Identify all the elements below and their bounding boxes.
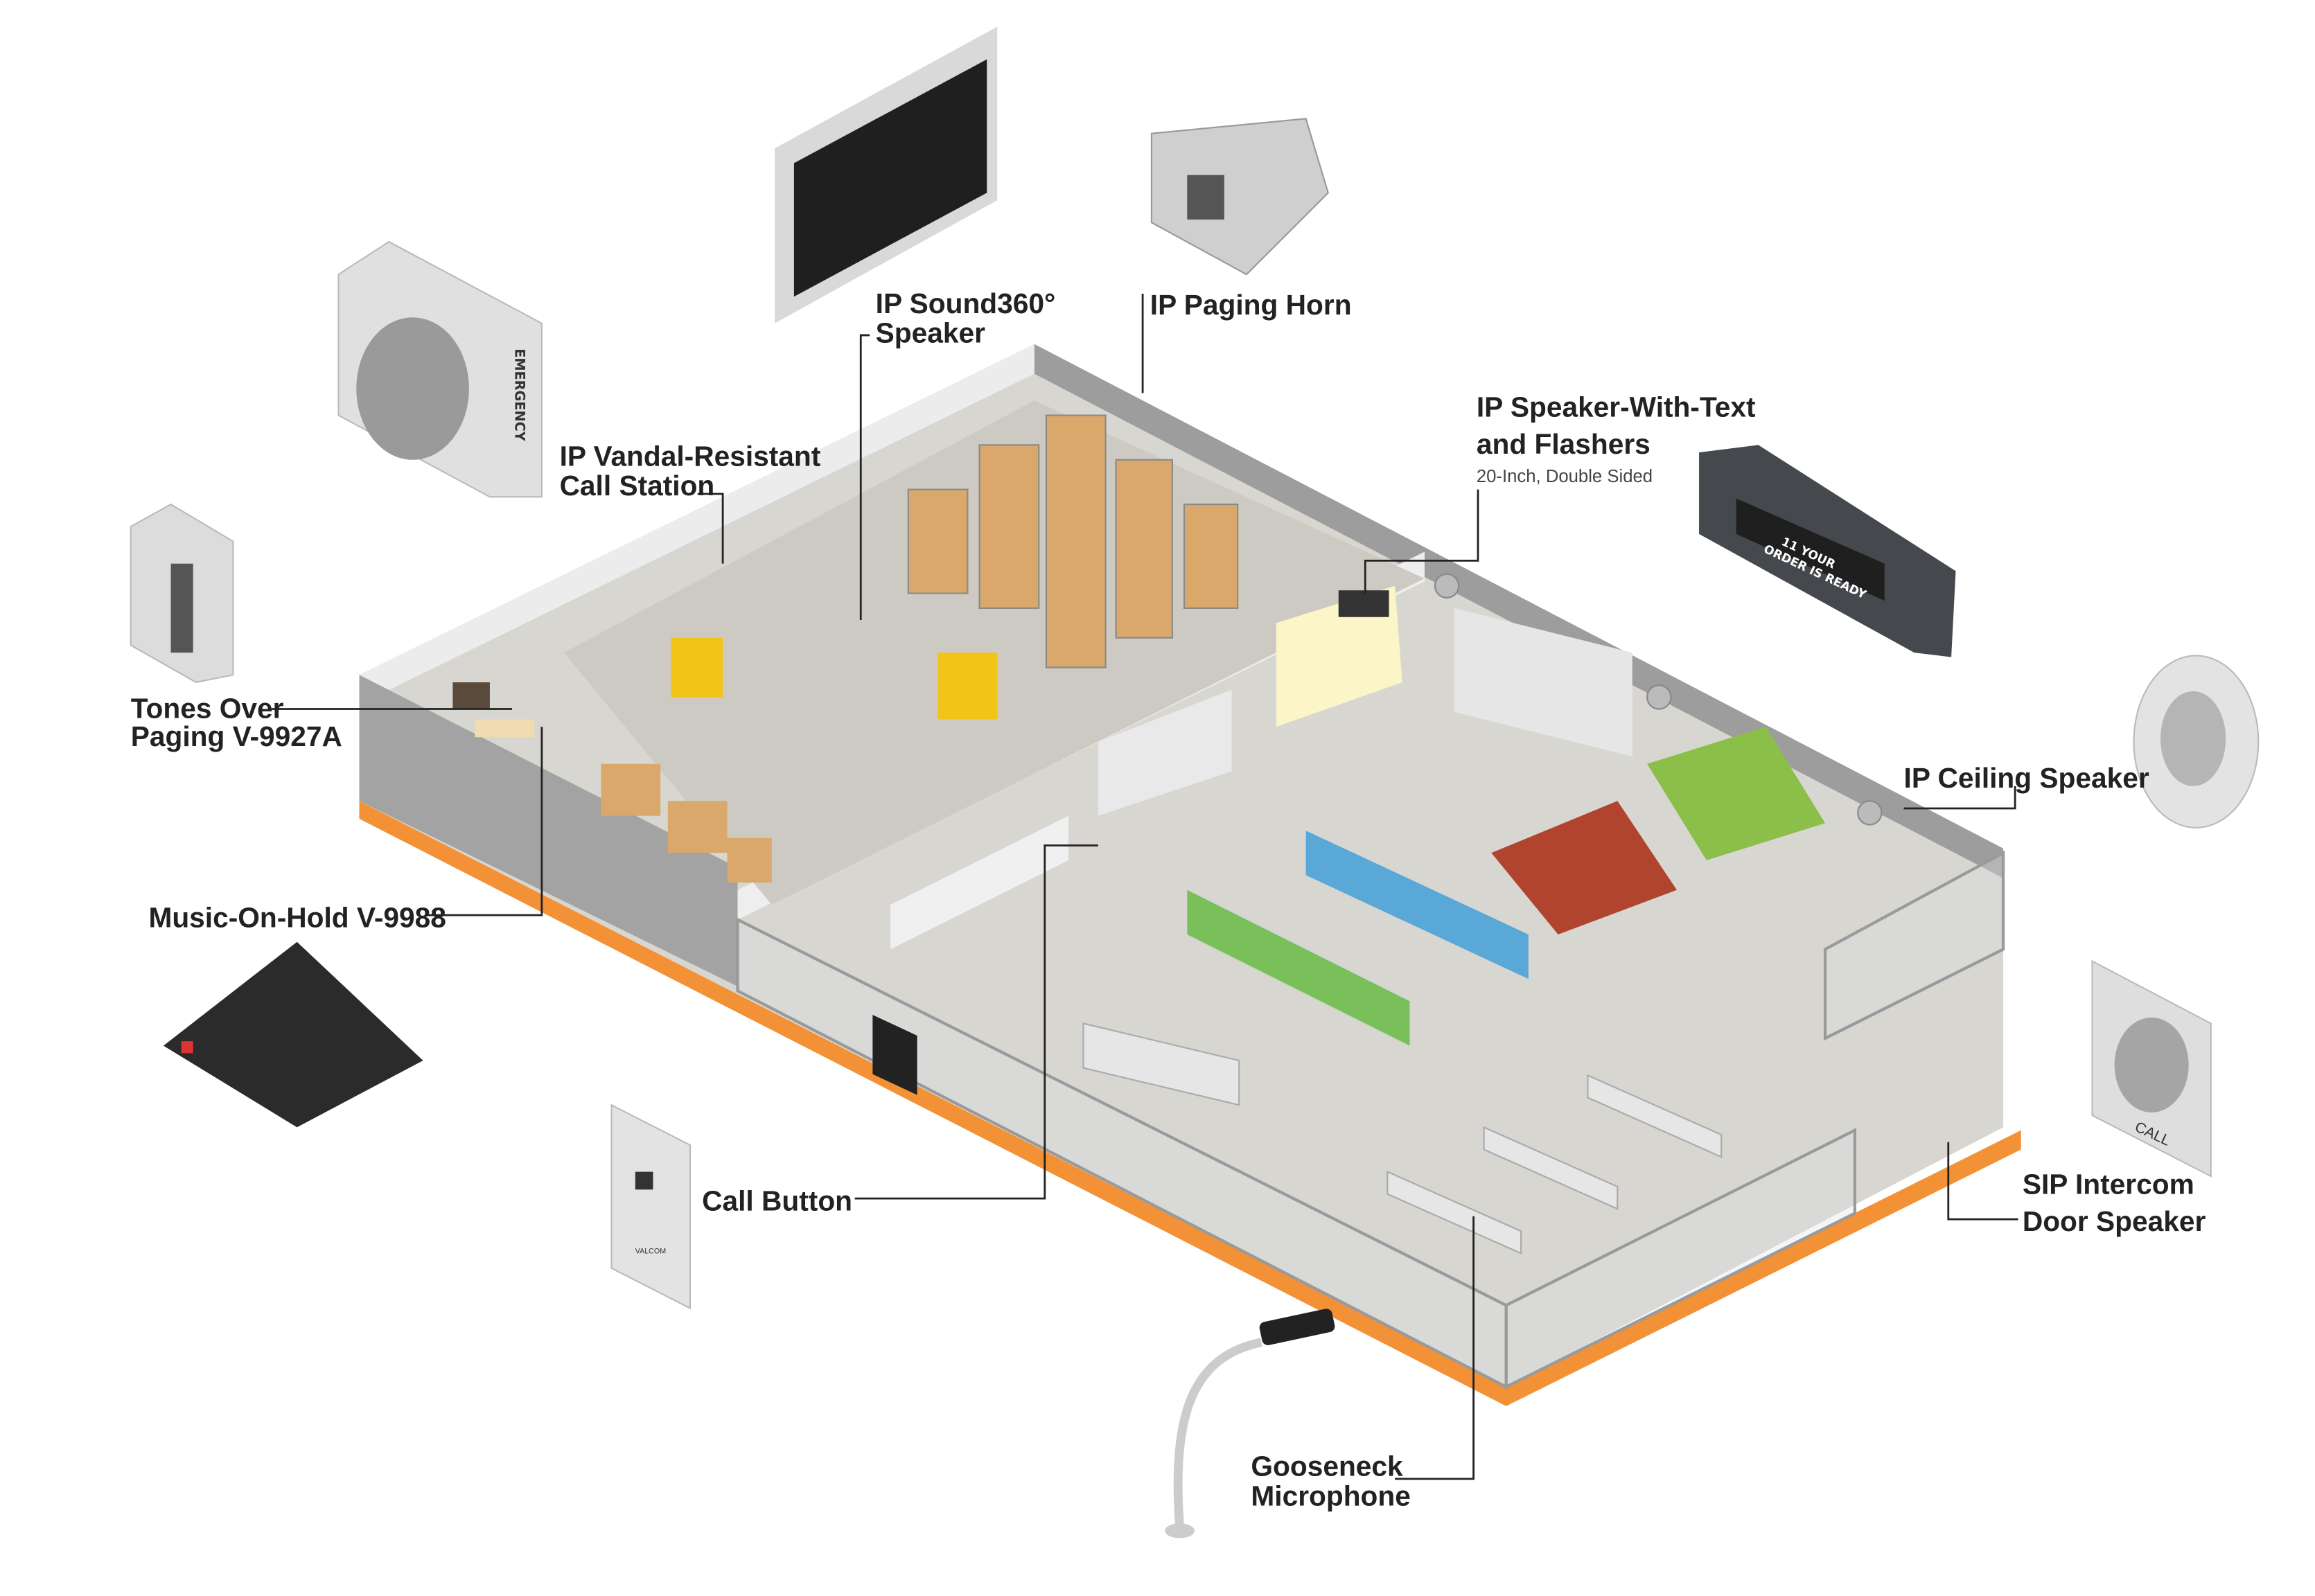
music-on-hold-device — [163, 941, 423, 1128]
label-gooseneck-1: Gooseneck — [1251, 1451, 1403, 1482]
gooseneck-microphone-device — [1165, 1309, 1335, 1539]
brand-text: VALCOM — [635, 1247, 666, 1255]
label-speaker-text-1: IP Speaker-With-Text — [1477, 391, 1756, 423]
label-gooseneck-2: Microphone — [1251, 1480, 1410, 1511]
label-paging-horn: IP Paging Horn — [1150, 289, 1352, 321]
label-intercom-1: SIP Intercom — [2023, 1169, 2194, 1200]
office-area — [452, 682, 535, 738]
leader-lines — [272, 293, 2018, 1480]
office-front-wall — [359, 675, 738, 986]
label-speaker-text-2: and Flashers — [1477, 428, 1651, 460]
boxes — [601, 763, 772, 883]
store-shelves — [890, 585, 1826, 1046]
ceiling-speaker-marker — [1646, 684, 1672, 710]
warehouse-racks — [907, 414, 1239, 668]
label-call-station-2: Call Station — [560, 470, 715, 502]
label-call-station-1: IP Vandal-Resistant — [560, 440, 821, 472]
glass-front-wall — [736, 850, 2005, 1390]
speaker-text-marker — [1338, 590, 1389, 617]
sound360-speaker-device — [775, 26, 998, 323]
ceiling-speaker-marker — [1857, 800, 1883, 826]
label-sound360-1: IP Sound360° — [876, 287, 1056, 319]
label-sound360-2: Speaker — [876, 317, 985, 349]
label-speaker-text-sub: 20-Inch, Double Sided — [1477, 467, 1653, 486]
sound360-marker — [872, 1015, 917, 1095]
call-button-device: VALCOM — [610, 1103, 692, 1310]
checkout-counters — [1082, 1022, 1723, 1255]
label-call-button: Call Button — [702, 1185, 852, 1216]
tones-paging-device — [130, 503, 234, 684]
label-tones-1: Tones Over — [131, 692, 284, 724]
label-intercom-2: Door Speaker — [2023, 1205, 2206, 1237]
paging-horn-device — [1150, 118, 1329, 276]
speaker-with-text-device: 11 YOUR ORDER IS READY — [1699, 445, 1956, 657]
intercom-door-speaker-device: CALL — [2091, 959, 2212, 1178]
ceiling-speaker-marker — [1434, 573, 1460, 598]
power-button-icon — [181, 1041, 193, 1054]
label-music-on-hold: Music-On-Hold V-9988 — [148, 901, 446, 933]
label-tones-2: Paging V-9927A — [131, 720, 342, 752]
ceiling-speaker-device — [2133, 655, 2260, 828]
store-building — [359, 344, 2021, 1406]
forklifts — [671, 637, 998, 720]
label-ceiling-speaker: IP Ceiling Speaker — [1904, 762, 2149, 794]
back-wall-left — [359, 344, 1035, 705]
call-station-device: EMERGENCY — [337, 240, 543, 498]
emergency-text: EMERGENCY — [511, 348, 527, 442]
labels: IP Sound360° Speaker IP Paging Horn IP V… — [131, 287, 2206, 1512]
